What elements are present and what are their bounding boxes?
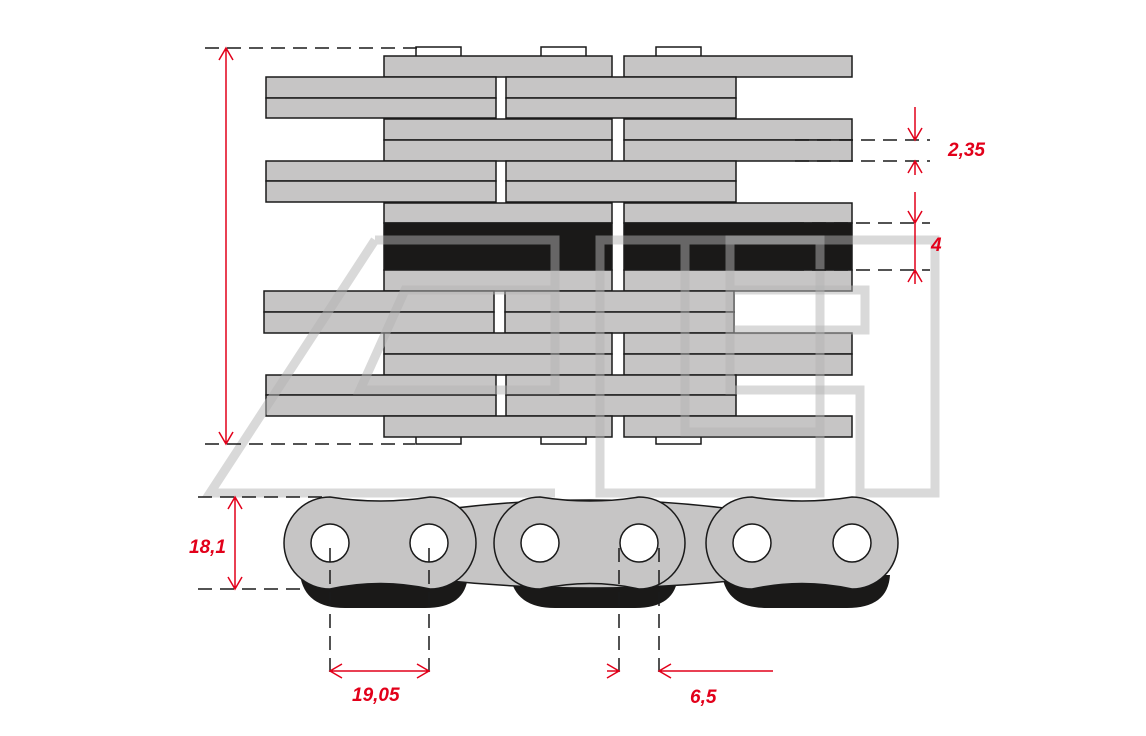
link-plate xyxy=(265,394,497,417)
dimension-label-pin-diameter: 6,5 xyxy=(690,687,717,708)
link-plate xyxy=(265,97,497,119)
link-plate xyxy=(383,139,613,162)
link-plate xyxy=(265,160,497,182)
link-plate xyxy=(505,180,737,203)
link-plate xyxy=(383,202,613,224)
link-plate xyxy=(623,202,853,224)
dimension-label-plate-thickness: 2,35 xyxy=(947,140,985,161)
link-plate xyxy=(505,394,737,417)
link-plate xyxy=(623,55,853,78)
dimension-lines xyxy=(218,46,923,679)
extension-lines xyxy=(198,47,930,680)
dimension-label-center-plate: 4 xyxy=(930,235,942,256)
link-plate xyxy=(505,160,737,182)
link-plate xyxy=(383,415,613,438)
link-plate xyxy=(265,180,497,203)
dimension-label-pitch: 19,05 xyxy=(352,685,400,706)
side-view-chain xyxy=(283,496,899,608)
link-plate xyxy=(265,76,497,99)
link-plate xyxy=(505,97,737,119)
link-plate xyxy=(383,332,613,355)
link-plate xyxy=(504,311,735,334)
link-plate xyxy=(263,311,495,334)
dimension-label-plate-height: 18,1 xyxy=(189,537,226,558)
center-plate xyxy=(623,222,853,271)
center-plate xyxy=(383,222,613,271)
watermark-logo xyxy=(201,235,940,498)
link-plate xyxy=(623,118,853,141)
link-plate xyxy=(623,139,853,162)
pins-top-view xyxy=(415,46,702,445)
link-plate xyxy=(383,55,613,78)
link-plate xyxy=(383,353,613,376)
link-plate xyxy=(383,118,613,141)
link-plate xyxy=(505,76,737,99)
